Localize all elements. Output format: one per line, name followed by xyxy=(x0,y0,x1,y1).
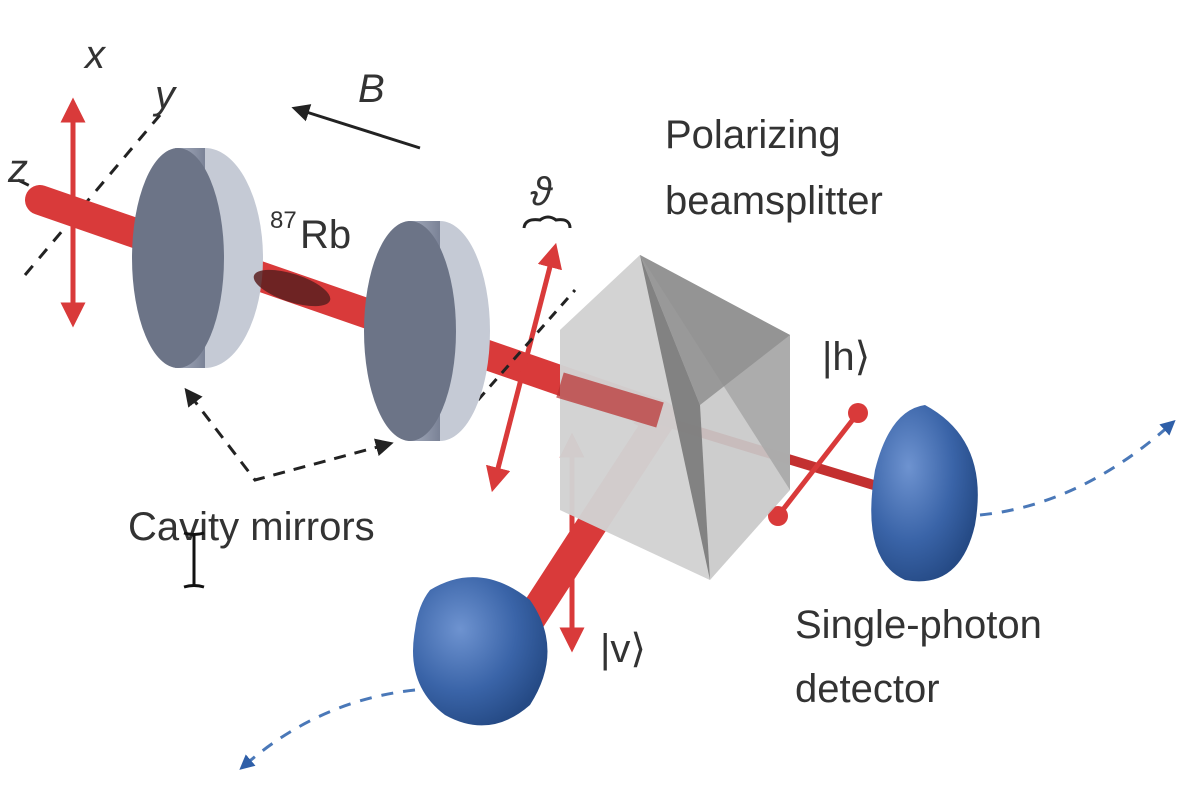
rb-mass-label: 87 xyxy=(270,207,297,234)
pbs-label-line2: beamsplitter xyxy=(665,179,883,223)
h-polarization xyxy=(776,411,860,518)
axes xyxy=(17,104,421,276)
polarizing-beamsplitter-cube xyxy=(560,255,790,580)
rotated-polarization xyxy=(486,242,562,493)
h-polarization-end-2 xyxy=(848,403,868,423)
pbs-label-line1: Polarizing xyxy=(665,113,841,157)
output-arrow-v xyxy=(239,688,416,770)
detector-label-line2: detector xyxy=(795,667,940,711)
detector-label-line1: Single-photon xyxy=(795,603,1042,647)
output-arrow-h xyxy=(979,420,1176,517)
cavity-mirrors-pointer xyxy=(184,387,394,482)
detector-h xyxy=(871,405,978,582)
cavity-mirror-right xyxy=(364,221,490,441)
theta-bracket xyxy=(522,215,572,229)
cavity-mirrors-label: Cavity mirrors xyxy=(128,505,375,549)
axis-y-label: y xyxy=(152,73,178,117)
theta-label: ϑ xyxy=(530,170,554,214)
rotation-reference-dashed xyxy=(476,289,577,401)
cavity-mirror-left xyxy=(132,148,263,368)
axis-z-label: z xyxy=(7,147,28,191)
detector-v xyxy=(413,577,548,726)
axis-x-label: x xyxy=(83,33,107,77)
field-arrow xyxy=(291,104,421,150)
rb-symbol-label: Rb xyxy=(300,213,351,257)
rb-atom-cloud xyxy=(253,269,331,307)
h-polarization-end-1 xyxy=(768,506,788,526)
state-h-label: |h⟩ xyxy=(822,335,870,379)
polarization-arrows xyxy=(60,97,868,653)
text-cursor-icon xyxy=(183,531,205,589)
state-v-label: |v⟩ xyxy=(600,627,646,671)
beam-inside-cube xyxy=(556,372,664,428)
field-label: B xyxy=(358,67,385,111)
